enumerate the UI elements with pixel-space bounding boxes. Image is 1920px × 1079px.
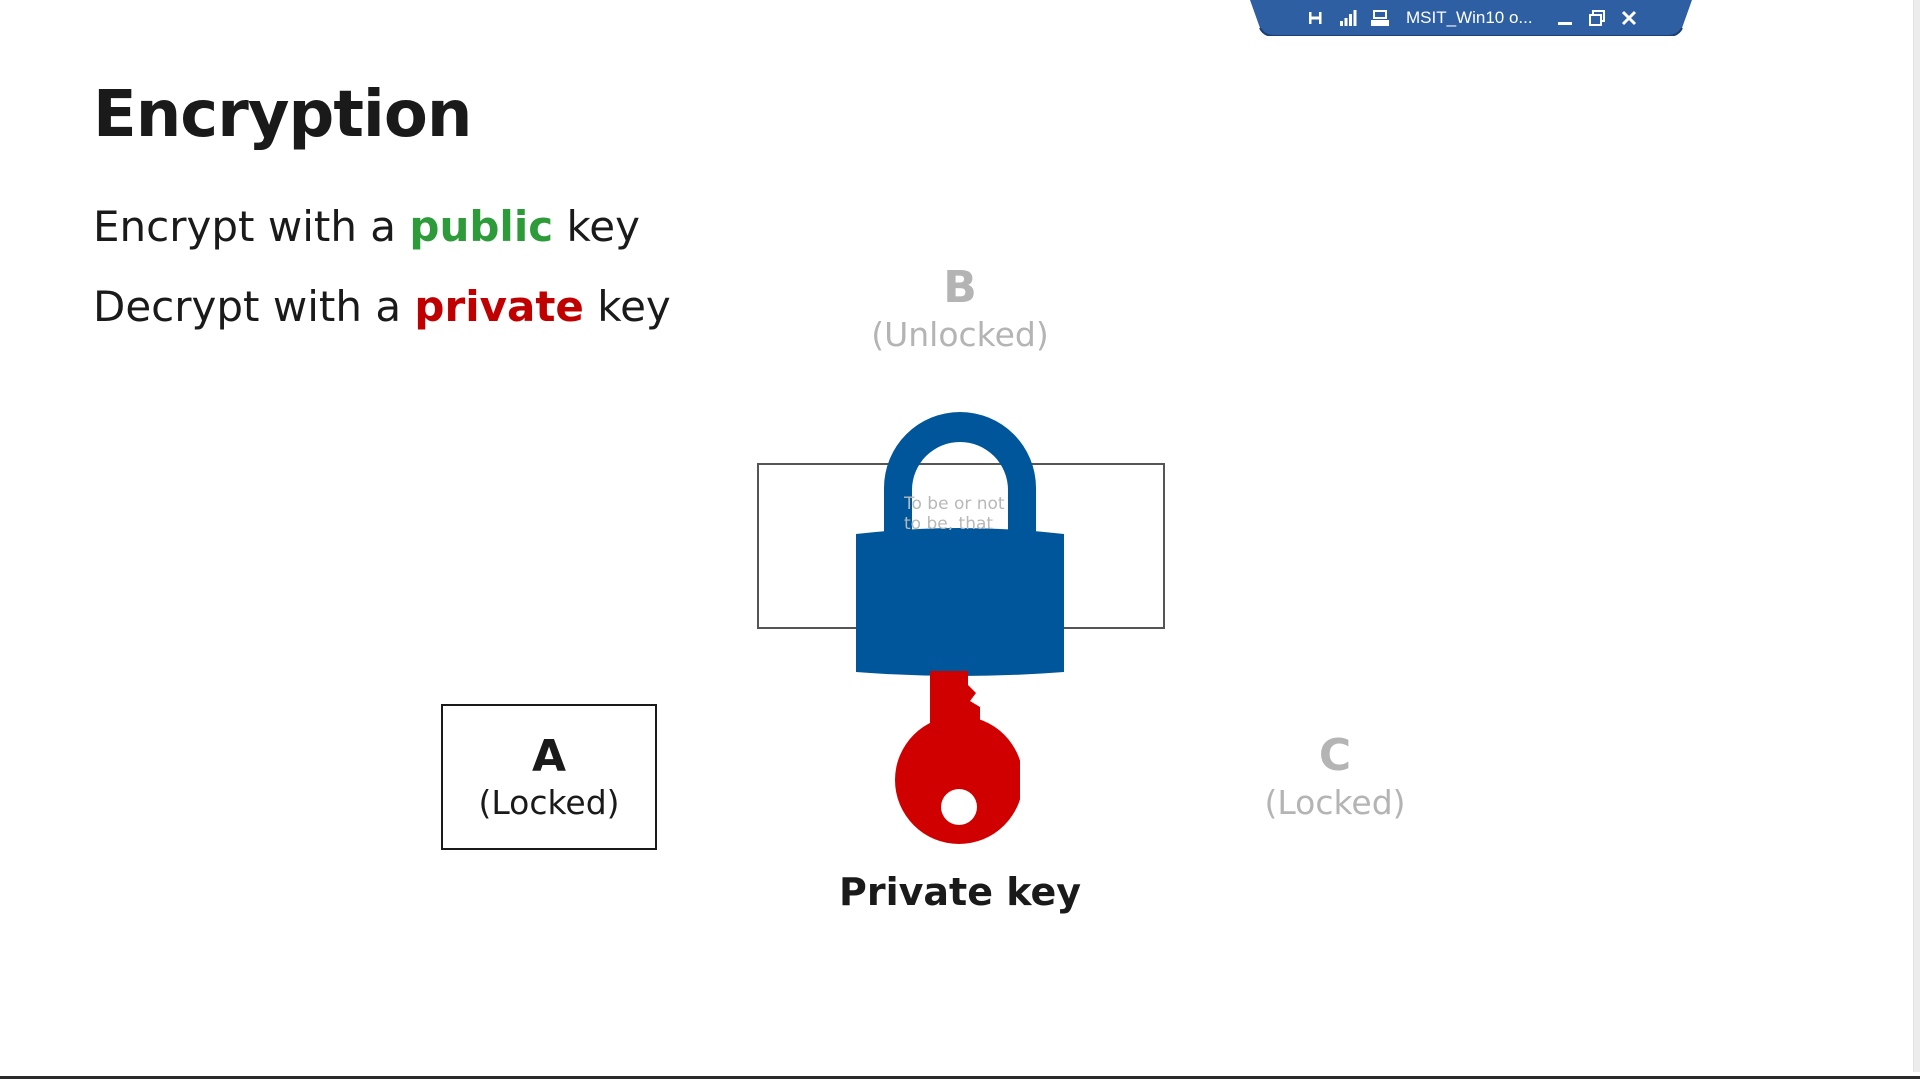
connection-icon[interactable]: [1370, 8, 1390, 28]
decrypt-line: Decrypt with a private key: [93, 282, 671, 331]
key-caption: Private key: [839, 870, 1081, 914]
minimize-icon[interactable]: [1555, 8, 1575, 28]
signal-icon[interactable]: [1338, 8, 1358, 28]
bottom-border: [0, 1076, 1920, 1079]
box-c-letter: C: [1318, 730, 1352, 781]
box-a-state: (Locked): [478, 783, 620, 822]
public-word: public: [409, 202, 554, 251]
box-b-state: (Unlocked): [871, 315, 1049, 354]
box-c-state: (Locked): [1264, 783, 1406, 822]
close-icon[interactable]: [1619, 8, 1639, 28]
box-a-letter: A: [531, 731, 567, 782]
box-b-label: B (Unlocked): [840, 262, 1080, 356]
pin-icon[interactable]: [1306, 8, 1326, 28]
key-icon: [895, 671, 1020, 844]
slide-title: Encryption: [93, 78, 472, 152]
connection-bar-background: [1250, 0, 1692, 36]
private-word: private: [414, 282, 584, 331]
encrypt-prefix: Encrypt with a: [93, 202, 410, 251]
connection-title: MSIT_Win10 o...: [1406, 8, 1533, 27]
vertical-scrollbar[interactable]: [1913, 0, 1920, 1072]
decrypt-suffix: key: [583, 282, 671, 331]
encrypt-line: Encrypt with a public key: [93, 202, 640, 251]
box-b-letter: B: [943, 262, 977, 313]
connection-bar: MSIT_Win10 o...: [1250, 0, 1692, 36]
encrypt-suffix: key: [553, 202, 640, 251]
restore-icon[interactable]: [1587, 8, 1607, 28]
document-text: To be or not to be, that is: [904, 494, 1005, 530]
connection-bar-content: MSIT_Win10 o...: [1306, 4, 1639, 32]
box-a: A (Locked): [441, 704, 657, 850]
box-c-label: C (Locked): [1215, 730, 1455, 824]
decrypt-prefix: Decrypt with a: [93, 282, 415, 331]
padlock-icon: [856, 412, 1064, 676]
